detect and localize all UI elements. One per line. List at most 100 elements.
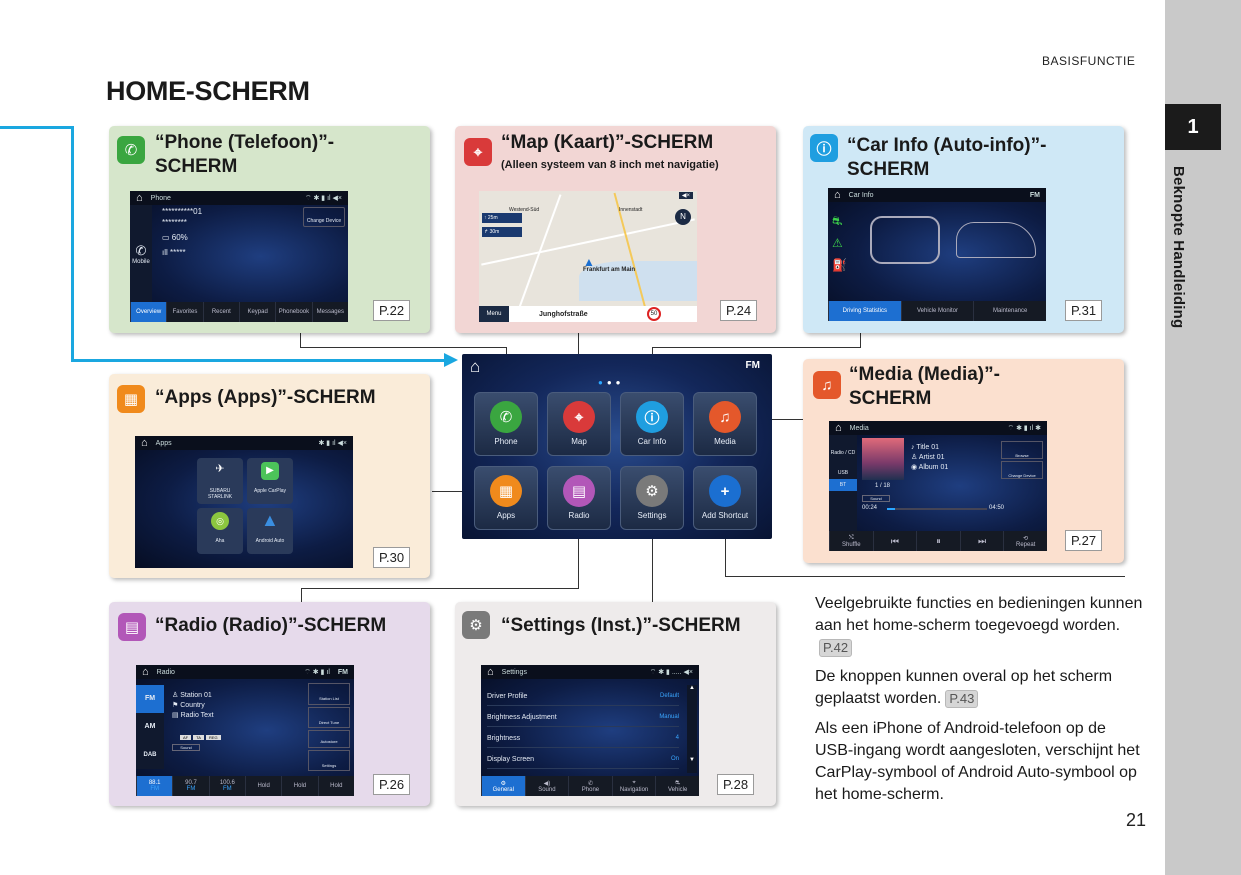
change-device-button[interactable]: Change Device [303,207,345,227]
band-label: FM [1029,191,1040,199]
home-button-apps[interactable]: ▦Apps [474,466,538,530]
preset-button[interactable]: Hold [281,776,317,796]
carinfo-panel: ⓘ “Car Info (Auto-info)”- SCHERM ⌂Car In… [803,126,1124,333]
radio-settings-button[interactable]: Settings [308,749,350,771]
band-am-button[interactable]: AM [136,713,164,741]
page-dots[interactable]: ●●● [598,378,625,387]
autostore-button[interactable]: Autostore [308,730,350,748]
preset-frequency: 88.1 [148,780,161,786]
home-button-label: Apps [496,511,516,520]
chapter-number: 1 [1165,104,1221,150]
shuffle-button[interactable]: ⤭Shuffle [829,531,873,551]
map-screen: Westend-Süd Innenstadt ↑ 25m ↱ 30m ▲ Fra… [479,191,697,322]
home-button-radio[interactable]: ▤ Radio [547,466,611,530]
connector-line [725,576,1125,577]
nav-phone[interactable]: ✆Phone [568,776,612,796]
connector-line [760,419,804,420]
nav-vehicle[interactable]: ⛐Vehicle [655,776,699,796]
album-art [862,438,904,480]
preset-button[interactable]: Hold [244,776,281,796]
band-fm-button[interactable]: FM [136,685,164,713]
pause-button[interactable]: ⏸ [916,531,960,551]
nav-sound[interactable]: ◀)Sound [524,776,569,796]
nav-overview[interactable]: Overview [130,302,167,322]
page-number: 21 [1126,810,1147,830]
nav-keypad[interactable]: Keypad [238,302,275,322]
media-icon: ♫ [709,401,741,433]
home-button-map[interactable]: ⌖Map [547,392,611,456]
scrollbar[interactable]: ▲▼ [687,685,697,773]
nav-maintenance[interactable]: Maintenance [973,301,1046,321]
page-reference: P.30 [373,547,411,568]
preset-button[interactable]: Hold [317,776,354,796]
home-button-phone[interactable]: ✆Phone [474,392,538,456]
station-list-button[interactable]: Station List [308,683,350,705]
home-icon[interactable]: ⌂ [470,357,481,376]
home-icon: ⌂ [142,666,149,678]
map-bottom-bar: Menu Junghofstraße 50 [479,306,697,322]
nav-navigation[interactable]: ⌖Navigation [611,776,656,796]
home-button-settings[interactable]: ⚙Settings [620,466,684,530]
band-label: FM [337,668,348,676]
app-tile-starlink[interactable]: SUBARU STARLINK [197,458,243,504]
nav-recent[interactable]: Recent [202,302,239,322]
sound-button[interactable]: Sound [862,495,890,502]
home-button-label: Radio [568,511,590,520]
home-button-media[interactable]: ♫ Media [693,392,757,456]
city-label: Frankfurt am Main [583,267,636,273]
sound-button[interactable]: Sound [172,744,200,751]
phone-panel: ✆ “Phone (Telefoon)”- SCHERM ⌂Phone⌔ ✱ ▮… [109,126,430,333]
progress-bar[interactable] [887,508,987,510]
nav-driving-statistics[interactable]: Driving Statistics [828,301,901,321]
media-panel: ♫ “Media (Media)”- SCHERM ⌂Media⌔ ✱ ▮ ıl… [803,359,1124,563]
media-icon: ♫ [813,371,841,399]
status-icons: ⌔ ✱ ▮ ıl ◀× [304,194,342,202]
map-icon: ⌖ [563,401,595,433]
nav-phonebook[interactable]: Phonebook [275,302,311,322]
home-button-label: Media [714,437,736,446]
nav-messages[interactable]: Messages [311,302,348,322]
connector-line [300,347,507,348]
next-button[interactable]: ⏭ [959,531,1004,551]
map-menu-button[interactable]: Menu [479,306,509,322]
station-info: ♙ Station 01⚑ Country▤ Radio Text [172,692,214,719]
browse-button[interactable]: Browse [1001,441,1043,459]
source-radio[interactable]: Radio / CD [830,450,856,456]
source-bt[interactable]: BT [829,479,857,491]
radio-icon: ▤ [563,475,595,507]
phone-panel-title: “Phone (Telefoon)”- [155,132,335,153]
repeat-button[interactable]: ⟲Repeat [1003,531,1047,551]
nav-vehicle-monitor[interactable]: Vehicle Monitor [900,301,974,321]
compass-icon[interactable]: N [675,209,691,225]
total-time: 04:50 [989,505,1005,511]
connector-line [578,530,579,588]
app-tile-android-auto[interactable]: Android Auto [247,508,293,554]
nav-favorites[interactable]: Favorites [166,302,202,322]
home-button-add-shortcut[interactable]: +Add Shortcut [693,466,757,530]
elapsed-time: 00:24 [862,505,878,511]
page-title: HOME-SCHERM [106,76,310,106]
direct-tune-button[interactable]: Direct Tune [308,706,350,728]
screen-app-name: Apps [155,439,172,447]
gear-icon: ⚙ [500,780,506,787]
previous-button[interactable]: ⏮ [872,531,917,551]
phone-panel-title-2: SCHERM [155,156,238,177]
preset-band: FM [186,786,196,792]
page-reference: P.42 [819,639,853,657]
source-usb[interactable]: USB [837,470,849,476]
change-device-button[interactable]: Change Device [1001,461,1043,479]
screen-app-name: Radio [156,668,175,676]
page-reference: P.31 [1065,300,1103,321]
home-icon: ⌂ [834,189,841,201]
band-dab-button[interactable]: DAB [136,741,164,769]
connector-line [652,530,653,602]
nav-general[interactable]: ⚙General [481,776,525,796]
